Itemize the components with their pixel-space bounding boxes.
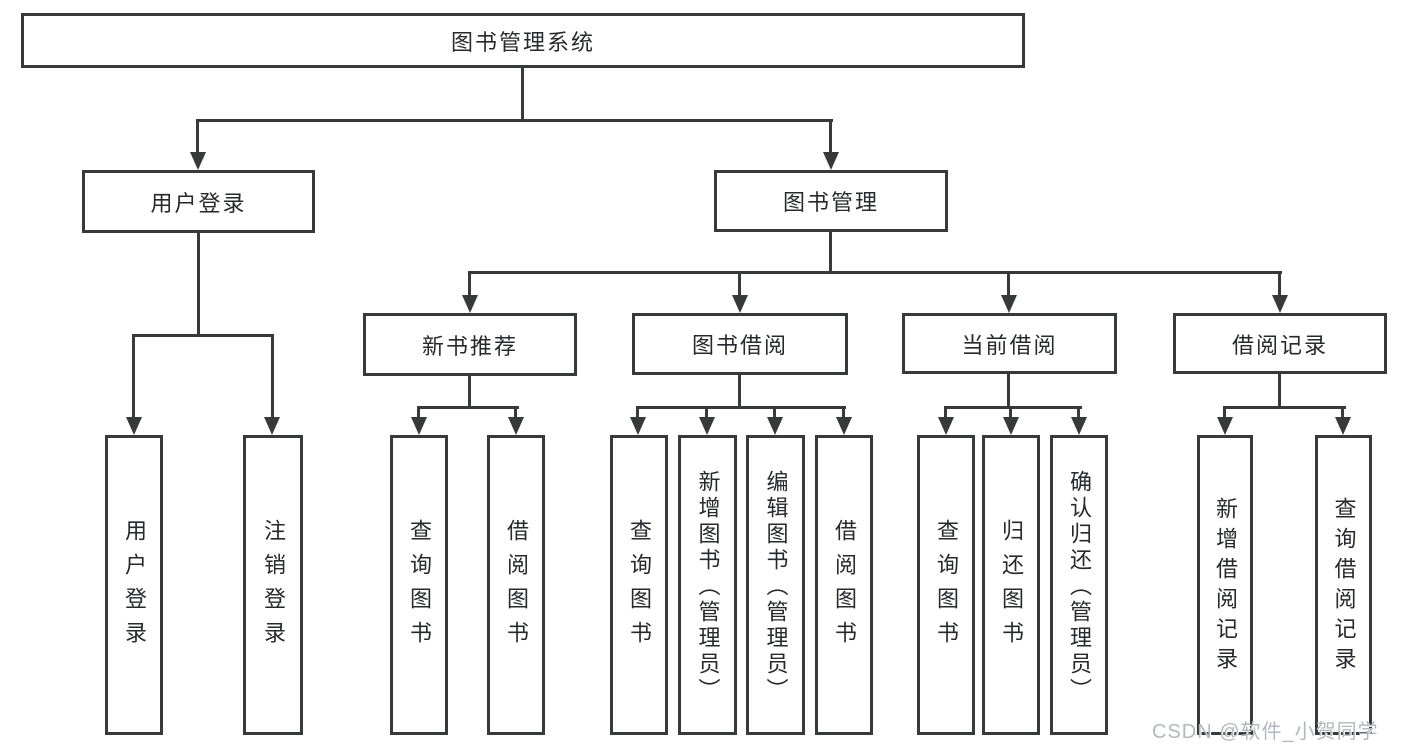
node-user-login: 用户登录	[82, 170, 315, 233]
leaf-query-books-borrow: 查询图书	[610, 435, 668, 735]
leaf-user-login: 用户登录	[105, 435, 163, 735]
arrowhead-down-icon	[699, 417, 715, 435]
connector-borrow-records-branch	[1223, 406, 1346, 409]
connector-borrow-records-stem	[1278, 374, 1281, 409]
leaf-add-books-admin: 新增图书（管理员）	[678, 435, 737, 735]
connector-line	[1223, 406, 1226, 419]
node-current-borrow: 当前借阅	[902, 313, 1117, 374]
connector-new-book-branch	[417, 406, 519, 409]
connector-book-borrow-stem	[738, 375, 741, 409]
connector-root-branch	[196, 119, 833, 122]
arrowhead-down-icon	[1217, 417, 1233, 435]
arrowhead-down-icon	[836, 417, 852, 435]
arrowhead-down-icon	[938, 417, 954, 435]
leaf-query-borrow-record: 查询借阅记录	[1315, 435, 1372, 735]
connector-to-current-borrow	[1007, 271, 1010, 297]
connector-line	[842, 406, 845, 419]
leaf-edit-books-admin: 编辑图书（管理员）	[746, 435, 805, 735]
connector-to-user-login	[196, 119, 199, 156]
connector-book-mgmt-branch	[468, 271, 1282, 274]
connector-user-login-stem	[197, 233, 200, 337]
connector-line	[705, 406, 708, 419]
node-library-management-system: 图书管理系统	[21, 13, 1025, 68]
arrowhead-down-icon	[767, 417, 783, 435]
connector-current-borrow-stem	[1007, 374, 1010, 409]
arrowhead-down-icon	[508, 417, 524, 435]
connector-line	[1009, 406, 1012, 419]
connector-line	[944, 406, 947, 419]
node-new-book-recommend: 新书推荐	[363, 313, 577, 376]
arrowhead-down-icon	[1001, 295, 1017, 313]
arrowhead-down-icon	[411, 417, 427, 435]
connector-book-mgmt-stem	[829, 232, 832, 274]
connector-current-borrow-branch	[944, 406, 1082, 409]
leaf-borrow-books: 借阅图书	[815, 435, 873, 735]
csdn-watermark: CSDN @软件_小贺同学	[1152, 721, 1379, 743]
connector-to-borrow-records	[1278, 271, 1281, 297]
leaf-confirm-return-admin: 确认归还（管理员）	[1050, 435, 1108, 735]
leaf-return-books: 归还图书	[982, 435, 1040, 735]
connector-to-book-borrow	[738, 271, 741, 297]
leaf-add-borrow-record: 新增借阅记录	[1197, 435, 1253, 735]
arrowhead-down-icon	[1335, 417, 1351, 435]
arrowhead-down-icon	[126, 417, 142, 435]
leaf-borrow-books-recommend: 借阅图书	[487, 435, 545, 735]
connector-to-book-management	[829, 119, 832, 156]
arrowhead-down-icon	[1272, 295, 1288, 313]
arrowhead-down-icon	[823, 152, 839, 170]
node-book-borrow: 图书借阅	[632, 313, 848, 375]
arrowhead-down-icon	[1071, 417, 1087, 435]
arrowhead-down-icon	[264, 417, 280, 435]
connector-new-book-stem	[468, 375, 471, 409]
leaf-query-books-current: 查询图书	[917, 435, 975, 735]
node-book-management: 图书管理	[714, 170, 948, 232]
connector-root-stem	[521, 68, 524, 122]
connector-line	[773, 406, 776, 419]
arrowhead-down-icon	[732, 295, 748, 313]
connector-to-leaf-user-login	[132, 334, 135, 419]
connector-line	[514, 406, 517, 419]
leaf-logout-login: 注销登录	[243, 435, 303, 735]
arrowhead-down-icon	[1003, 417, 1019, 435]
connector-to-leaf-logout	[271, 334, 274, 419]
connector-line	[1341, 406, 1344, 419]
arrowhead-down-icon	[190, 152, 206, 170]
connector-line	[636, 406, 639, 419]
connector-line	[417, 406, 420, 419]
arrowhead-down-icon	[462, 295, 478, 313]
node-borrow-records: 借阅记录	[1173, 313, 1387, 374]
leaf-query-books-recommend: 查询图书	[390, 435, 448, 735]
connector-user-login-branch	[132, 334, 274, 337]
arrowhead-down-icon	[630, 417, 646, 435]
connector-line	[1077, 406, 1080, 419]
connector-to-new-book	[468, 271, 471, 297]
connector-book-borrow-branch	[636, 406, 846, 409]
